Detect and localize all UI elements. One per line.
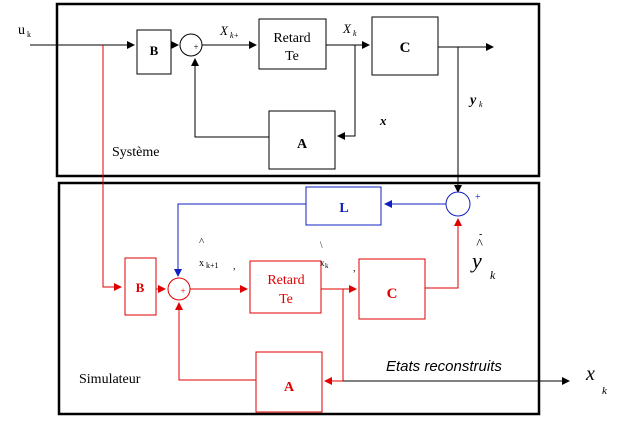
svg-text:,: , — [353, 263, 356, 274]
observer-comparator — [445, 191, 471, 217]
svg-text:+: + — [193, 42, 198, 52]
svg-text:k: k — [325, 262, 329, 270]
svg-text:y: y — [468, 93, 477, 108]
svg-text:+: + — [180, 286, 185, 296]
svg-text:X: X — [342, 21, 352, 36]
svg-text:y: y — [470, 248, 482, 273]
svg-text:Te: Te — [285, 49, 299, 64]
svg-text:k: k — [490, 268, 496, 282]
simulator-title: Simulateur — [79, 372, 141, 387]
system-block-a: A — [268, 110, 336, 170]
svg-text:X: X — [219, 23, 229, 38]
svg-text:,: , — [233, 261, 236, 272]
svg-text:k+1: k+1 — [206, 261, 219, 270]
sim-c-to-comparator-line — [425, 218, 462, 289]
system-title: Système — [112, 145, 159, 160]
svg-text:u: u — [18, 23, 25, 38]
svg-text:k: k — [27, 30, 31, 39]
svg-text:A: A — [284, 380, 295, 395]
simulator-delay-block: Retard Te — [249, 260, 322, 314]
state-to-a-line — [337, 45, 356, 140]
comparator-minus: - — [479, 229, 482, 240]
input-to-simulator-line — [102, 45, 122, 291]
simulator-frame — [57, 181, 541, 416]
svg-text:\: \ — [320, 240, 323, 250]
system-frame — [55, 2, 541, 178]
yhat-label: ^ y k — [470, 237, 496, 282]
svg-text:k: k — [602, 385, 608, 397]
svg-text:^: ^ — [476, 237, 483, 252]
svg-text:B: B — [136, 280, 145, 295]
svg-text:^: ^ — [199, 236, 205, 248]
states-label: Etats reconstruits — [386, 358, 502, 375]
svg-text:k: k — [479, 100, 483, 109]
l-to-summer-line — [174, 203, 306, 277]
system-summer: + — [179, 33, 203, 57]
input-u-label: u k — [18, 23, 31, 39]
svg-text:x: x — [585, 363, 595, 385]
sim-a-to-summer-line — [175, 302, 256, 381]
system-block-c: C — [371, 16, 439, 76]
observer-block-l: L — [305, 186, 382, 226]
system-delay-block: Retard Te — [258, 18, 327, 70]
svg-text:x: x — [199, 258, 204, 269]
svg-text:C: C — [400, 40, 411, 56]
signal-x-label: X k — [342, 21, 357, 38]
state-output-x-label: x k — [585, 363, 608, 397]
svg-text:L: L — [339, 201, 348, 216]
comparator-plus: + — [475, 192, 481, 203]
svg-text:Te: Te — [279, 292, 293, 307]
svg-text:A: A — [297, 137, 308, 152]
svg-text:C: C — [387, 286, 398, 302]
svg-text:Retard: Retard — [267, 273, 304, 288]
xhat-label: \ x k , — [320, 240, 356, 274]
svg-text:k: k — [353, 29, 357, 38]
svg-text:B: B — [150, 43, 159, 58]
simulator-block-b: B — [124, 257, 157, 316]
svg-text:k+: k+ — [230, 31, 239, 40]
simulator-summer: + — [167, 277, 191, 301]
output-y-label: y k — [468, 93, 483, 109]
feedback-x-label: x — [379, 113, 387, 128]
simulator-block-a: A — [255, 351, 323, 413]
svg-text:Retard: Retard — [273, 31, 310, 46]
a-to-summer-line — [191, 58, 269, 138]
system-block-b: B — [136, 29, 172, 75]
svg-text:x: x — [320, 258, 325, 268]
signal-x-next-label: X k+ — [219, 23, 239, 40]
simulator-block-c: C — [358, 258, 426, 320]
xhat-next-label: ^ x k+1 , — [199, 236, 236, 272]
